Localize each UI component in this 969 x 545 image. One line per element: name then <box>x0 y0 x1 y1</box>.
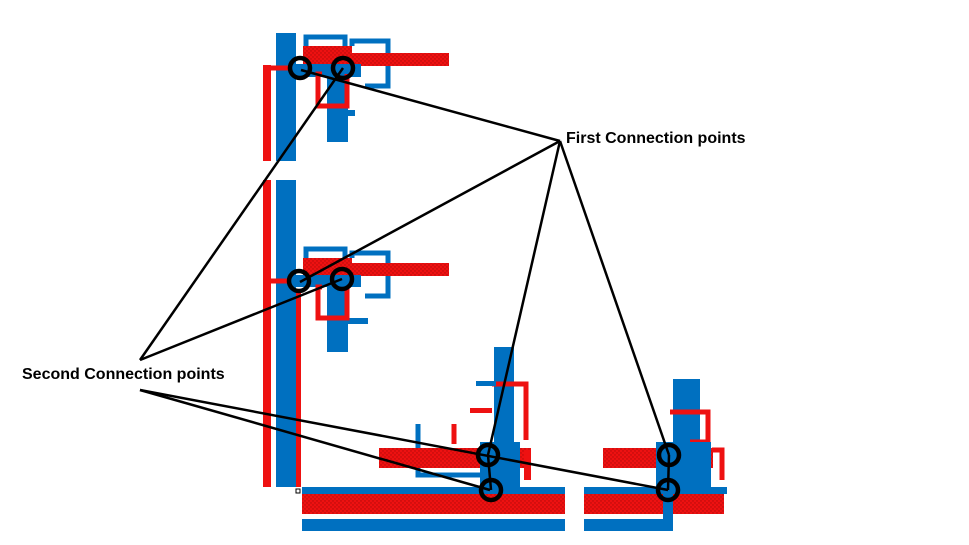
connection-point <box>286 268 312 294</box>
left-rail-red-inner <box>296 290 301 487</box>
blue-bar-horizontal <box>296 275 361 287</box>
blue-tab-left <box>476 381 496 386</box>
blue-outline-right <box>349 38 391 89</box>
red-stub-right <box>524 450 531 480</box>
corner-marker <box>295 488 301 494</box>
second-connection-points-label: Second Connection points <box>22 366 225 383</box>
connection-point <box>287 55 313 81</box>
blue-stub-small <box>348 318 368 324</box>
blue-stub-vertical <box>327 77 348 142</box>
connection-point <box>655 477 681 503</box>
bottom-red-right <box>584 494 724 514</box>
bottom-blue-top-right <box>584 487 727 494</box>
connection-point <box>478 477 504 503</box>
connection-points <box>286 55 682 503</box>
first-line-3 <box>486 140 562 456</box>
left-rail-red-lower <box>263 180 271 487</box>
bottom-red-left <box>302 494 565 514</box>
blue-stub-vertical <box>663 487 673 519</box>
blue-outline-top <box>303 34 348 52</box>
first-line-2 <box>299 139 561 284</box>
connection-point <box>656 442 682 468</box>
second-line-3 <box>139 388 491 492</box>
red-outline-left <box>263 65 290 150</box>
blue-stub-small <box>348 110 355 116</box>
first-connection-points-label: First Connection points <box>566 130 746 147</box>
red-outline-left <box>263 278 290 300</box>
left-rail-blue-lower <box>276 180 296 487</box>
red-tab <box>470 408 492 413</box>
connection-point <box>330 55 356 81</box>
blue-outline-loop <box>415 424 490 478</box>
red-loop-lower <box>712 447 725 480</box>
left-rails <box>263 33 301 494</box>
stem-right <box>666 454 671 491</box>
stem-mid <box>486 454 493 491</box>
second-line-1 <box>138 67 345 361</box>
bottom-blue-low-left <box>302 519 565 531</box>
red-bar-extension <box>352 263 449 276</box>
blue-column-top <box>494 347 514 442</box>
red-bar-extension <box>352 53 449 66</box>
first-line-1 <box>300 68 561 143</box>
bottom-blue-top-left <box>302 487 565 494</box>
first-line-4 <box>558 140 671 456</box>
second-line-2 <box>139 277 343 362</box>
second-line-4 <box>139 388 669 492</box>
bottom-rails <box>302 487 727 531</box>
connection-point <box>475 442 501 468</box>
callout-lines <box>138 67 671 492</box>
connection-point <box>329 266 355 292</box>
bottom-blue-low-right <box>584 519 673 531</box>
